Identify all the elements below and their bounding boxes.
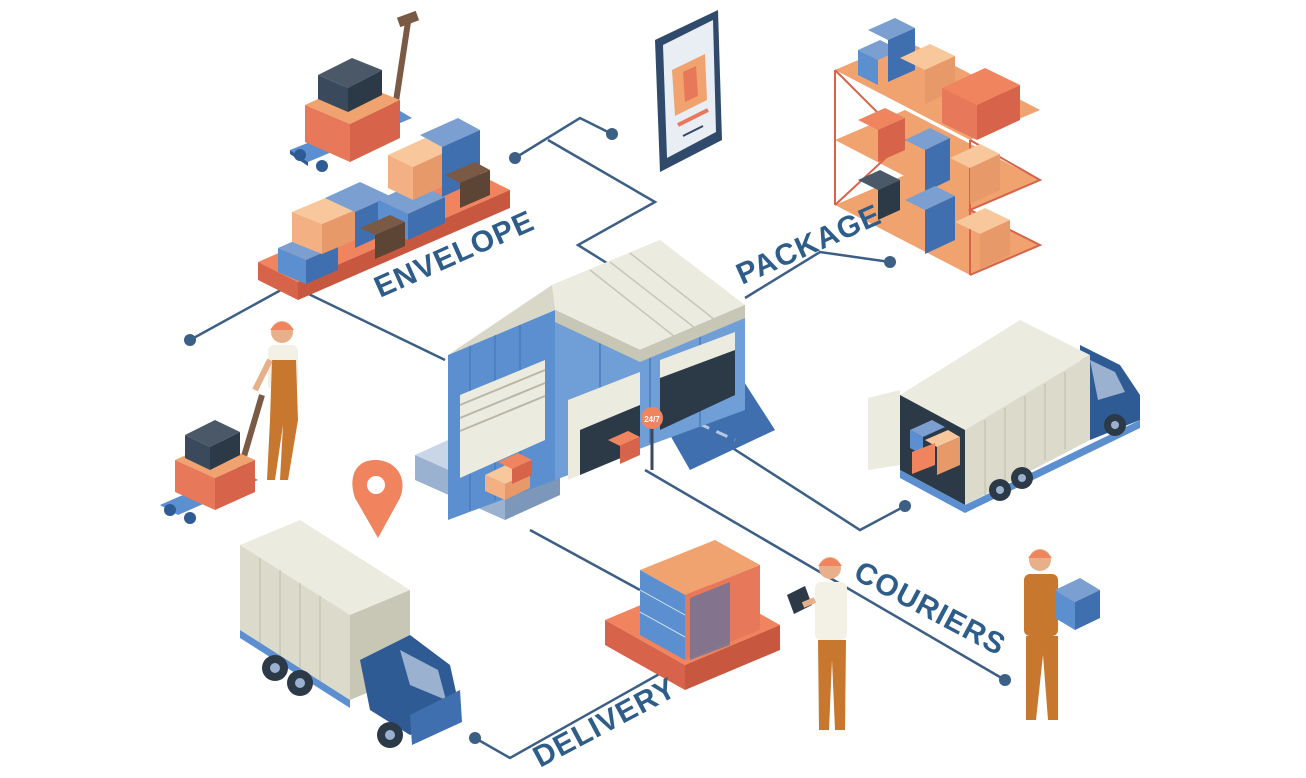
worker-carrying-icon — [1024, 549, 1100, 720]
label-package: PACKAGE — [731, 198, 886, 291]
pallet-wrapped-icon — [605, 540, 780, 690]
pallet-jack-top-icon — [290, 10, 420, 172]
label-delivery: DELIVERY — [528, 671, 682, 774]
location-pin-icon — [352, 460, 403, 538]
pallet-boxes-icon — [258, 118, 510, 300]
pallet-jack-left-icon — [160, 394, 265, 524]
smartphone-icon — [655, 10, 722, 172]
truck-left-icon — [240, 520, 462, 748]
shelf-icon — [834, 18, 1043, 276]
sign-247: 24/7 — [644, 415, 660, 424]
truck-right-icon — [868, 320, 1140, 513]
label-couriers: COURIERS — [849, 555, 1011, 662]
worker-tablet-icon — [787, 557, 847, 730]
worker-left-icon — [252, 321, 298, 480]
warehouse-icon: 24/7 — [415, 240, 775, 520]
